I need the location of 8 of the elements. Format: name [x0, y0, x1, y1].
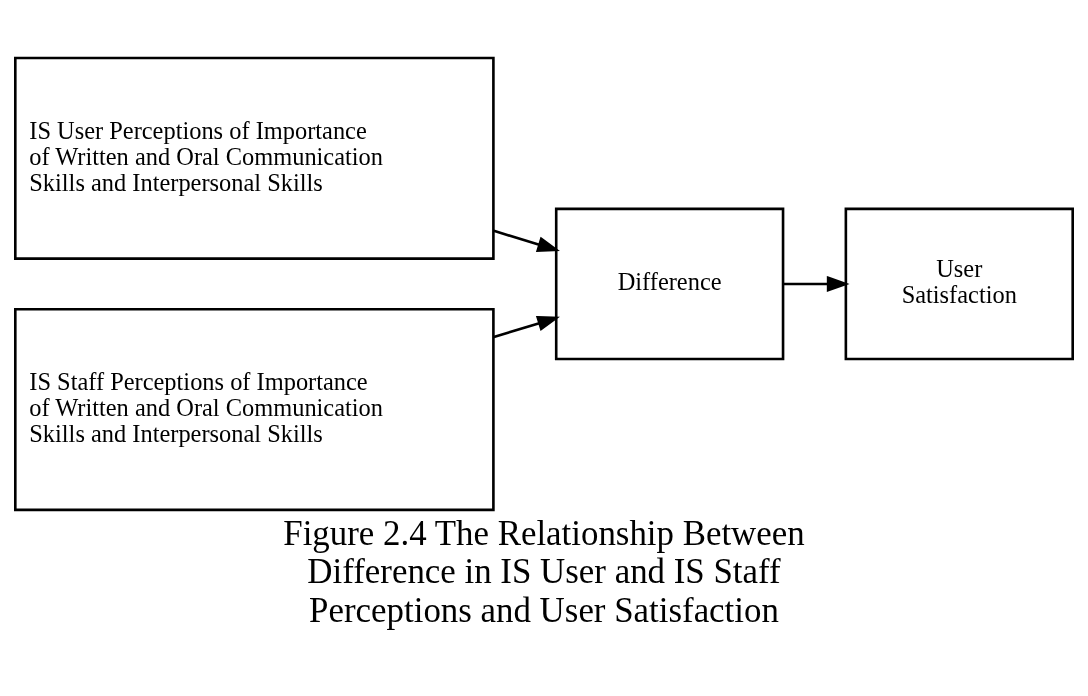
- caption: Figure 2.4 The Relationship Between Difference in IS User and IS Staff Perceptions and User Satisfaction: [283, 513, 805, 630]
- node-box: IS Staff Perceptions of Importance of Written and Oral Communication Skills and Interpersonal Skills: [14, 307, 495, 511]
- arrow: [783, 275, 850, 292]
- node-box: Difference: [554, 207, 785, 360]
- node-box: IS User Perceptions of Importance of Written and Oral Communication Skills and Interpersonal Skills: [14, 56, 495, 260]
- arrow: [493, 315, 560, 338]
- arrow: [493, 229, 560, 252]
- node-box: User Satisfaction: [844, 207, 1074, 360]
